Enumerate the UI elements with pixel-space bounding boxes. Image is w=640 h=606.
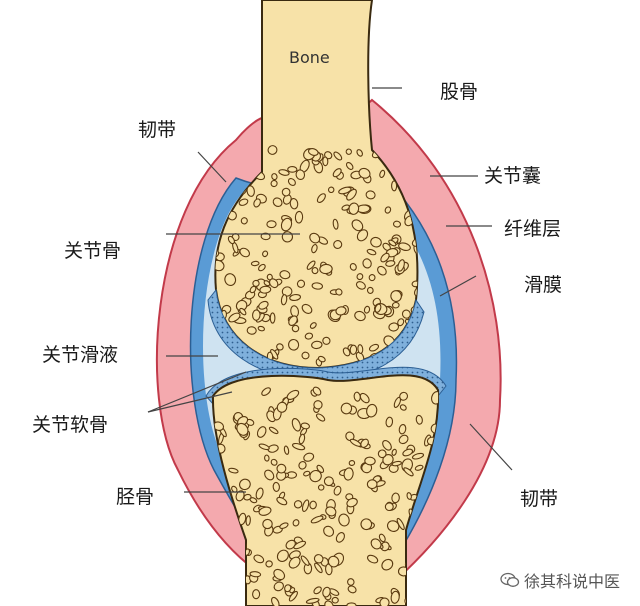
spongy-bone-cell bbox=[250, 571, 261, 577]
spongy-bone-cell bbox=[349, 460, 355, 466]
spongy-bone-cell bbox=[252, 310, 260, 321]
wechat-icon bbox=[500, 572, 520, 588]
label-tibia: 胫骨 bbox=[116, 482, 154, 509]
spongy-bone-cell bbox=[288, 167, 297, 173]
spongy-bone-cell bbox=[217, 583, 230, 589]
spongy-bone-cell bbox=[232, 597, 243, 603]
label-femur: 股骨 bbox=[440, 77, 478, 104]
spongy-bone-cell bbox=[251, 261, 259, 266]
spongy-bone-cell bbox=[350, 345, 357, 355]
spongy-bone-cell bbox=[295, 211, 303, 223]
label-synovial-fluid: 关节滑液 bbox=[42, 340, 118, 367]
spongy-bone-cell bbox=[357, 344, 363, 353]
spongy-bone-cell bbox=[420, 561, 432, 570]
spongy-bone-cell bbox=[247, 326, 257, 334]
spongy-bone-cell bbox=[231, 590, 240, 599]
spongy-bone-cell bbox=[393, 221, 401, 228]
spongy-bone-cell bbox=[433, 564, 444, 575]
label-articular-cartilage: 关节软骨 bbox=[32, 410, 108, 437]
label-synovium: 滑膜 bbox=[524, 270, 562, 297]
spongy-bone-cell bbox=[273, 482, 280, 492]
label-ligament-top: 韧带 bbox=[138, 115, 176, 142]
spongy-bone-cell bbox=[209, 547, 223, 561]
spongy-bone-cell bbox=[213, 602, 223, 606]
spongy-bone-cell bbox=[253, 590, 260, 599]
spongy-bone-cell bbox=[319, 264, 332, 274]
spongy-bone-cell bbox=[221, 550, 229, 558]
spongy-bone-cell bbox=[312, 267, 319, 274]
spongy-bone-cell bbox=[263, 519, 273, 528]
spongy-bone-cell bbox=[392, 181, 397, 191]
spongy-bone-cell bbox=[213, 547, 222, 557]
label-ligament-bottom: 韧带 bbox=[520, 484, 558, 511]
spongy-bone-cell bbox=[264, 455, 269, 462]
bone-text: Bone bbox=[289, 48, 330, 67]
spongy-bone-cell bbox=[392, 302, 399, 308]
label-joint-capsule: 关节囊 bbox=[484, 161, 541, 188]
spongy-bone-cell bbox=[267, 221, 276, 228]
spongy-bone-cell bbox=[323, 157, 328, 166]
spongy-bone-cell bbox=[364, 457, 375, 465]
spongy-bone-cell bbox=[367, 480, 377, 489]
tibia-bone bbox=[206, 367, 446, 606]
spongy-bone-cell bbox=[385, 502, 394, 511]
spongy-bone-cell bbox=[270, 313, 275, 323]
watermark-text: 徐其科说中医 bbox=[524, 568, 620, 592]
watermark: 徐其科说中医 bbox=[500, 568, 620, 592]
spongy-bone-cell bbox=[319, 485, 324, 490]
spongy-bone-cell bbox=[265, 560, 272, 567]
spongy-bone-cell bbox=[309, 501, 316, 509]
spongy-bone-cell bbox=[302, 352, 310, 360]
label-fibrous-layer: 纤维层 bbox=[504, 214, 561, 241]
spongy-bone-cell bbox=[225, 600, 233, 606]
label-articular-bone: 关节骨 bbox=[64, 236, 121, 263]
spongy-bone-cell bbox=[391, 493, 399, 503]
spongy-bone-cell bbox=[419, 592, 425, 603]
spongy-bone-cell bbox=[369, 274, 376, 281]
spongy-bone-cell bbox=[332, 597, 338, 603]
spongy-bone-cell bbox=[246, 516, 251, 526]
spongy-bone-cell bbox=[367, 287, 373, 294]
spongy-bone-cell bbox=[276, 464, 286, 474]
